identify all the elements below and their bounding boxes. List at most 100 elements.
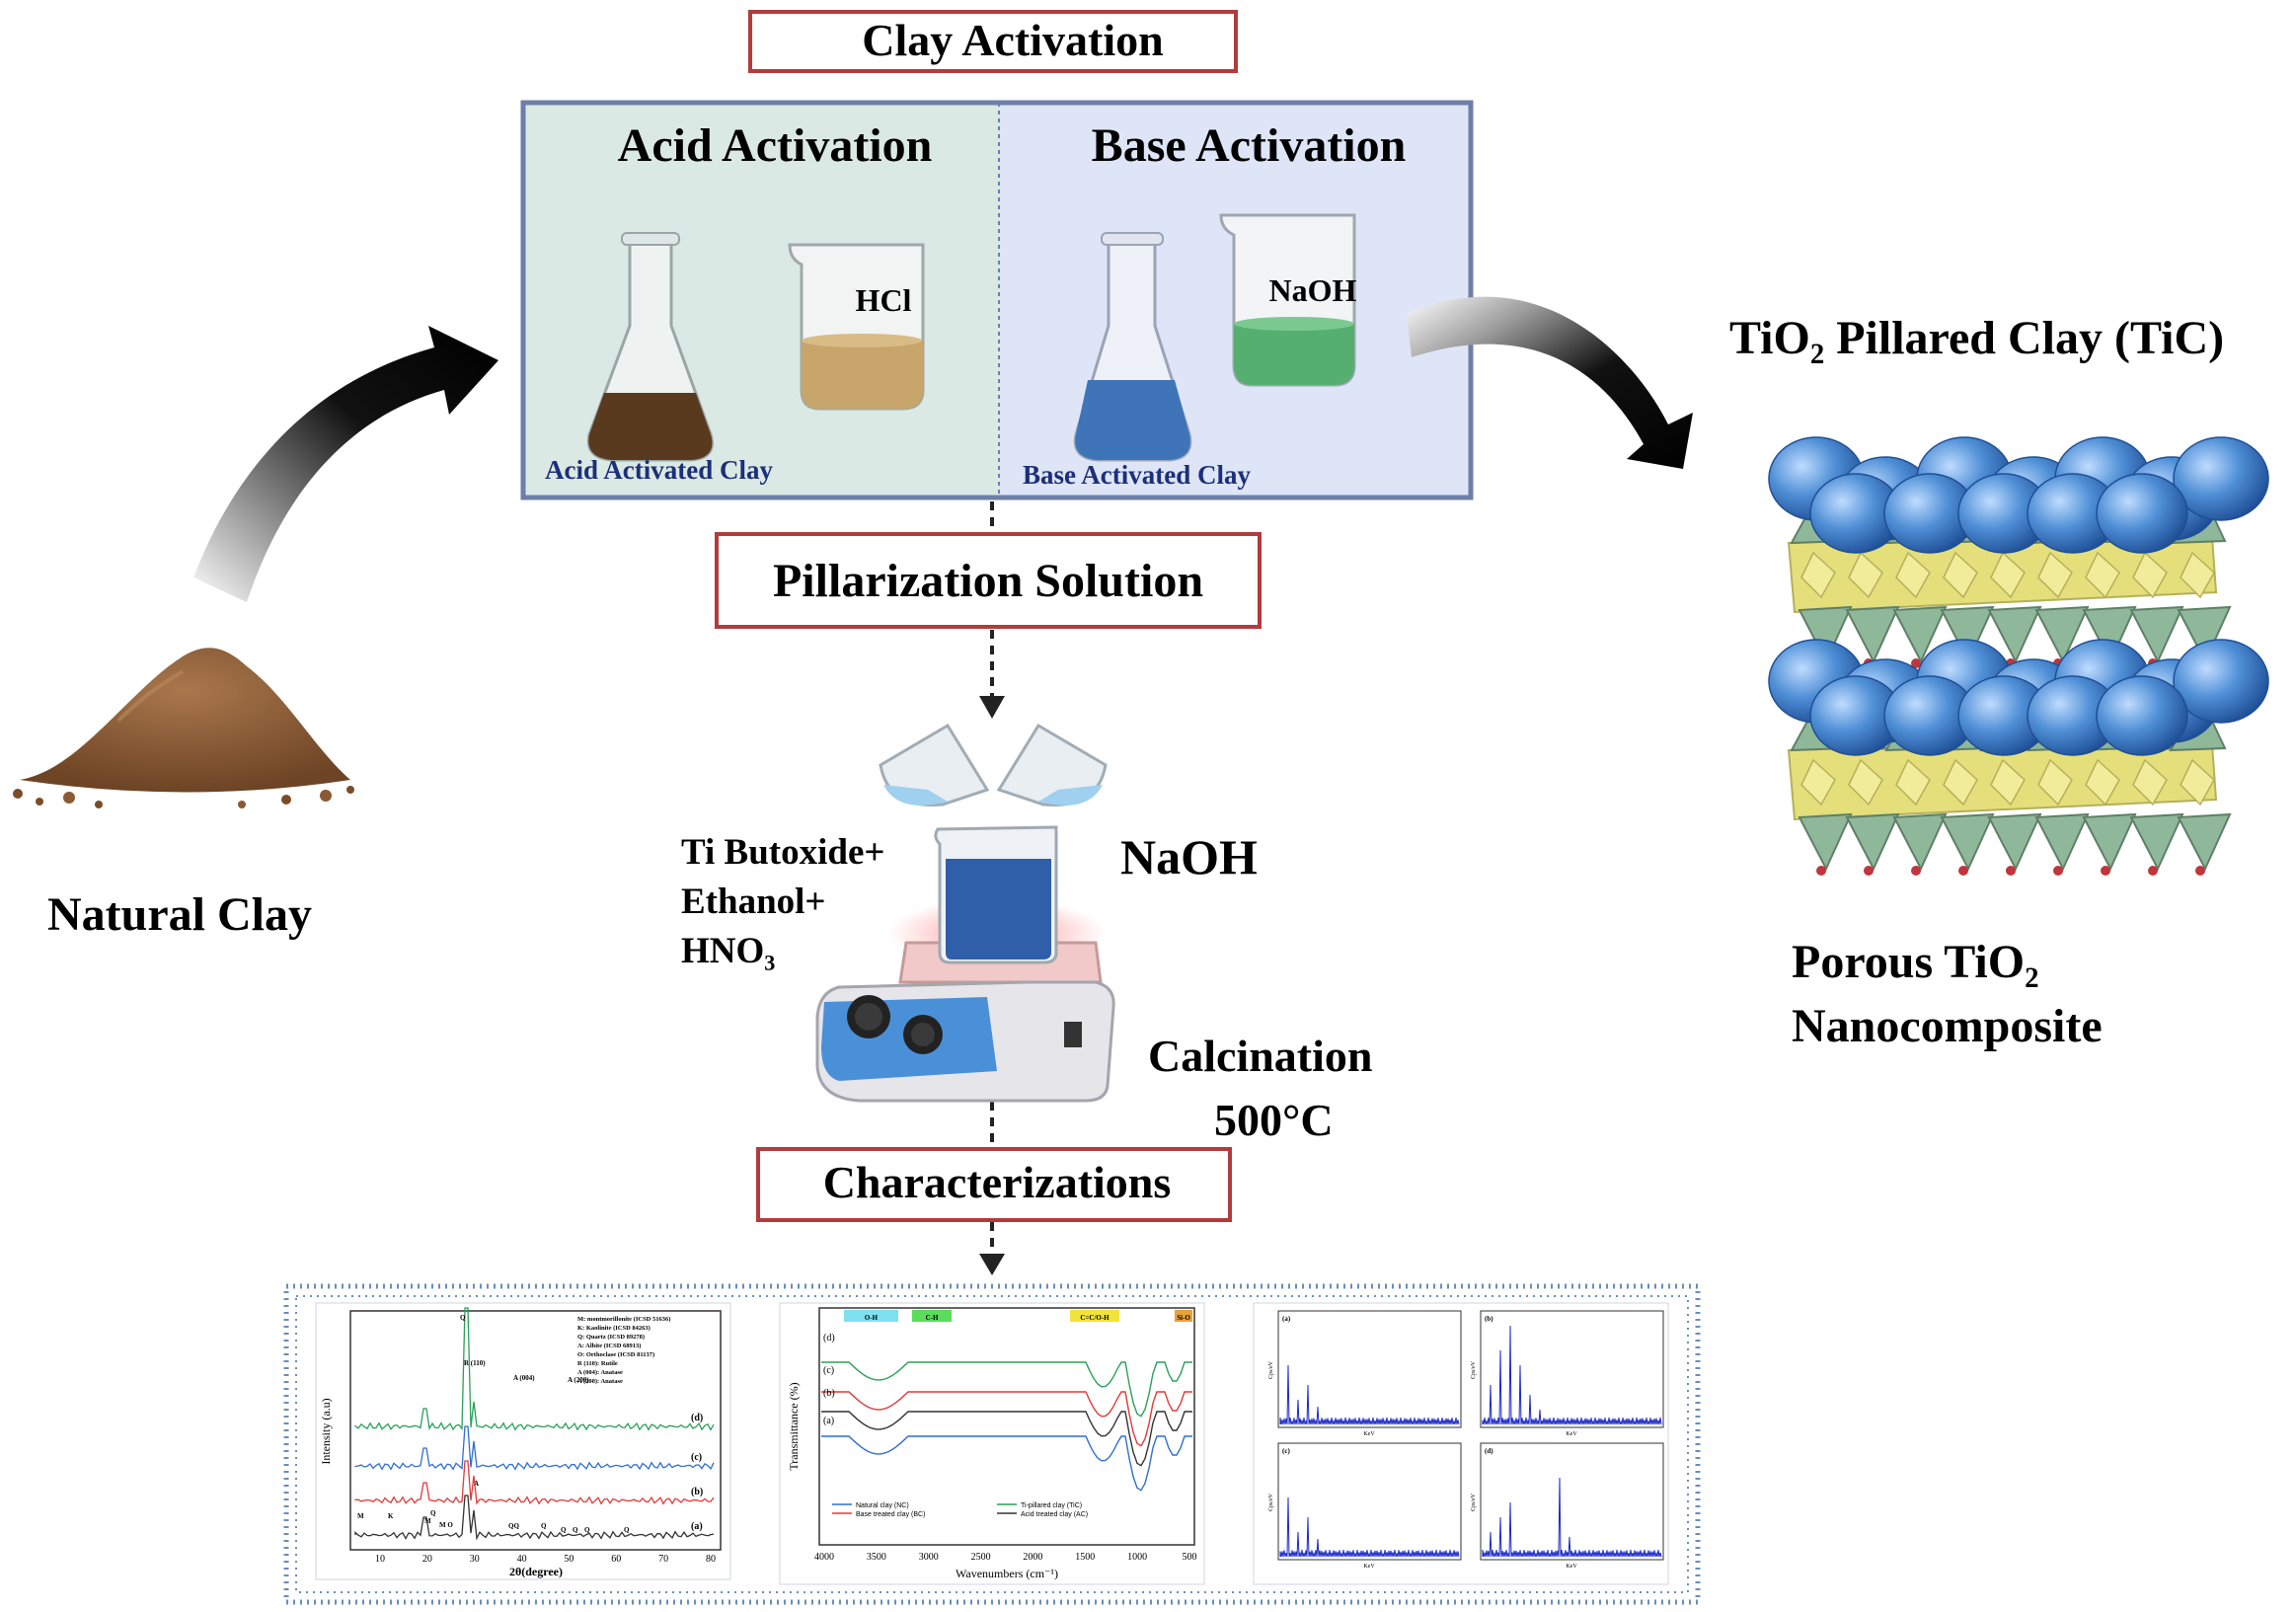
xrd-peak-label: R (110)	[464, 1359, 486, 1367]
xrd-curve	[354, 1425, 715, 1471]
yellow-octahedron	[2132, 758, 2168, 806]
yellow-octahedron	[1990, 551, 2026, 599]
ftir-curve-labels: (d)(c)(b)(a)	[823, 1333, 835, 1426]
ftir-x-tick: 2500	[971, 1552, 991, 1563]
naoh-beaker-icon	[1219, 213, 1356, 387]
oxygen-atom	[2101, 866, 2110, 876]
ftir-legend-entry: Ti-pillared clay (TiC)	[1021, 1502, 1082, 1509]
xrd-x-tick: 10	[375, 1554, 385, 1565]
xrd-peak-label: Q	[584, 1526, 590, 1534]
ftir-curve	[821, 1391, 1192, 1447]
ftir-curve	[821, 1411, 1192, 1467]
edx-spectrum	[1482, 1325, 1662, 1425]
acid-flask-icon	[586, 232, 714, 462]
edx-xlabel: KeV	[1363, 1564, 1375, 1570]
xrd-x-tick: 70	[658, 1554, 668, 1565]
green-tetrahedron	[2129, 812, 2184, 872]
base-activated-clay-label: Base Activated Clay	[1023, 460, 1251, 490]
hcl-label: HCl	[856, 282, 912, 318]
tio2-sphere	[2173, 639, 2269, 724]
ftir-x-tick: 1000	[1127, 1552, 1147, 1563]
ftir-x-tick: 4000	[814, 1552, 834, 1563]
xrd-peak-label: Q	[624, 1526, 630, 1534]
xrd-xlabel: 2θ(degree)	[509, 1565, 563, 1578]
yellow-octahedron	[2180, 551, 2215, 599]
activation-panel: Acid Activation Base Activation HCl Acid…	[520, 100, 1474, 500]
ftir-band	[912, 1310, 952, 1322]
ftir-curve	[821, 1435, 1192, 1492]
product-caption-line1: Porous TiO₂	[1792, 936, 2038, 988]
xrd-peak-label: A	[474, 1480, 479, 1488]
arrow-to-product-icon	[1407, 296, 1693, 469]
product-title: TiO₂ Pillared Clay (TiC)	[1729, 312, 2224, 364]
green-tetrahedron	[1845, 605, 1900, 664]
pillarization-solution-title: Pillarization Solution	[773, 555, 1203, 607]
reagents-line1: Ti Butoxide+	[681, 832, 884, 873]
naoh-reagent-label: NaOH	[1269, 272, 1357, 308]
yellow-octahedron	[1895, 758, 1931, 806]
xrd-curve	[354, 1495, 715, 1541]
xrd-curve-label: (d)	[691, 1413, 703, 1423]
yellow-octahedron	[2085, 551, 2120, 599]
ftir-curve-label: (b)	[823, 1388, 835, 1399]
ftir-band-label: O-H	[865, 1314, 879, 1322]
yellow-octahedron	[2132, 551, 2168, 599]
characterizations-title: Characterizations	[823, 1157, 1172, 1207]
yellow-octahedron	[1895, 551, 1931, 599]
green-tetrahedron	[1798, 812, 1853, 872]
xrd-legend: M: montmorillonite (ICSD 51636)K: Kaolin…	[577, 1316, 670, 1385]
edx-spectrum	[1482, 1477, 1662, 1558]
green-tetrahedron	[2129, 605, 2184, 664]
tio2-sphere	[2096, 473, 2188, 554]
xrd-curve-label: (b)	[691, 1487, 703, 1497]
xrd-x-tick: 40	[517, 1554, 527, 1565]
xrd-peak-label: Q	[460, 1314, 466, 1322]
ftir-curve-label: (d)	[823, 1333, 835, 1343]
oxygen-atom	[2148, 866, 2158, 876]
edx-ylabel: Cps/eV	[1268, 1360, 1274, 1379]
xrd-peak-label: Q	[561, 1526, 567, 1534]
ftir-legend-entry: Base treated clay (BC)	[856, 1511, 925, 1518]
xrd-curve-labels: (d)(c)(b)(a)	[691, 1413, 703, 1532]
ftir-legend: Natural clay (NC)Ti-pillared clay (TiC)B…	[832, 1502, 1088, 1518]
oxygen-atom	[1911, 866, 1921, 876]
xrd-peak-label: Q	[430, 1509, 436, 1517]
ftir-x-tick: 3000	[919, 1552, 939, 1563]
acid-activated-clay-label: Acid Activated Clay	[545, 455, 773, 485]
xrd-curves	[354, 1307, 715, 1541]
oxygen-atom	[1816, 866, 1826, 876]
ftir-band-label: Si-O	[1177, 1314, 1190, 1322]
yellow-octahedron	[2085, 758, 2120, 806]
yellow-octahedron	[1990, 758, 2026, 806]
xrd-peak-label: A (200)	[568, 1376, 589, 1384]
oxygen-atom	[1864, 866, 1874, 876]
xrd-peak-label: Q	[541, 1522, 547, 1530]
ftir-legend-entry: Acid treated clay (AC)	[1021, 1511, 1088, 1518]
characterizations-title-box: Characterizations	[756, 1147, 1232, 1222]
ftir-band-label: C=C/O-H	[1080, 1314, 1110, 1322]
ftir-xlabel: Wavenumbers (cm⁻¹)	[956, 1567, 1058, 1580]
xrd-x-tick: 60	[611, 1554, 621, 1565]
xrd-x-tick: 50	[564, 1554, 574, 1565]
edx-panel-label: (c)	[1282, 1447, 1290, 1455]
oxygen-atom	[1911, 658, 1921, 668]
green-tetrahedron	[1987, 605, 2042, 664]
edx-panel-label: (d)	[1485, 1447, 1493, 1455]
xrd-curve-label: (c)	[691, 1452, 702, 1463]
oxygen-atom	[2195, 866, 2205, 876]
green-tetrahedron	[1940, 812, 1995, 872]
reagents-line2: Ethanol+	[681, 882, 826, 922]
yellow-octahedron	[1848, 551, 1883, 599]
clay-activation-title: Clay Activation	[862, 15, 1163, 65]
oxygen-atom	[1958, 866, 1968, 876]
yellow-octahedron	[2180, 758, 2215, 806]
